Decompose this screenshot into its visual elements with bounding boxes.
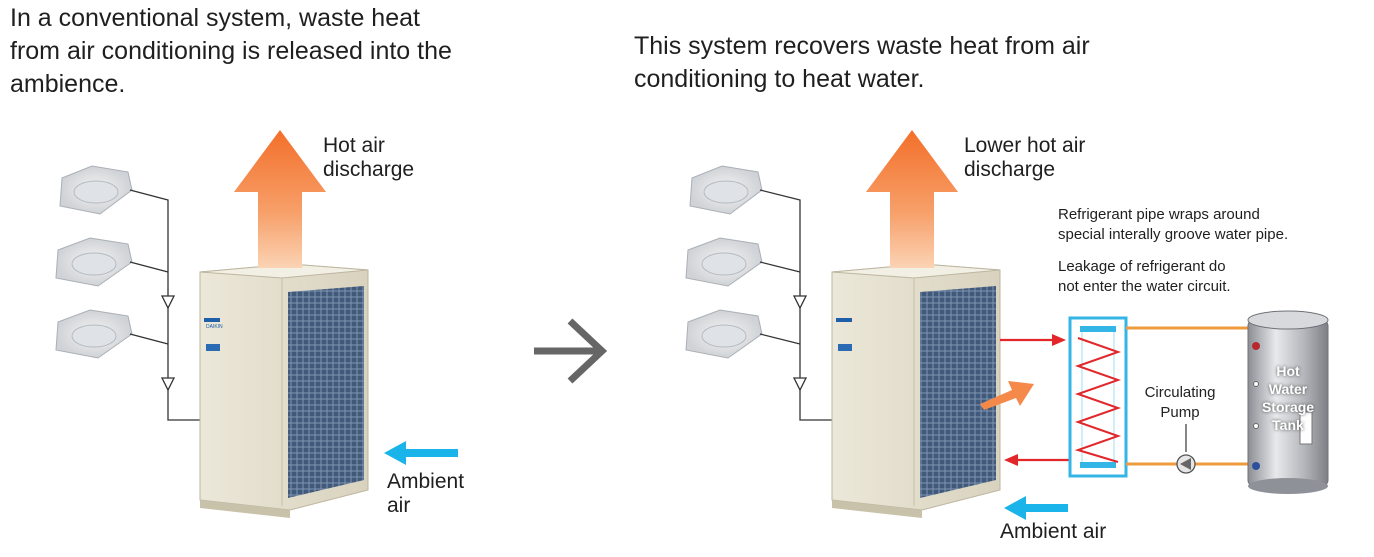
note-leakage: Leakage of refrigerant do not enter the … [1058, 258, 1231, 295]
heat-exchanger [1068, 316, 1128, 478]
right-piping [759, 189, 832, 421]
right-indoor-unit-3 [685, 309, 763, 359]
diverted-heat-arrow [980, 381, 1034, 410]
right-hot-air-label: Lower hot air discharge [964, 134, 1086, 181]
left-outdoor-unit: DAIKIN [199, 263, 369, 518]
left-unit-brand: DAIKIN [206, 324, 223, 330]
right-caption: This system recovers waste heat from air… [634, 32, 1090, 93]
circulating-pump-icon [1176, 424, 1196, 474]
transition-arrow-icon [534, 318, 608, 384]
left-indoor-unit-3 [55, 309, 133, 359]
left-piping [129, 189, 200, 421]
right-indoor-unit-2 [685, 237, 763, 287]
right-ambient-label: Ambient air [1000, 520, 1107, 543]
water-storage-tank [1247, 310, 1329, 494]
right-indoor-unit-1 [689, 165, 763, 215]
left-indoor-unit-1 [59, 165, 133, 215]
right-hot-air-arrow [866, 130, 958, 268]
water-pipes [1126, 326, 1254, 466]
left-hot-air-label: Hot air discharge [323, 134, 415, 181]
left-caption: In a conventional system, waste heat fro… [10, 4, 452, 98]
tank-label: Hot Water Storage Tank [1261, 363, 1315, 433]
right-outdoor-unit [831, 263, 1001, 518]
refrigerant-lines [1000, 334, 1072, 466]
left-hot-air-arrow [234, 130, 326, 268]
left-indoor-unit-2 [55, 237, 133, 287]
left-ambient-arrow [384, 441, 458, 465]
pump-label: Circulating Pump [1144, 384, 1216, 421]
right-ambient-arrow [1004, 496, 1068, 520]
note-refrigerant-wrap: Refrigerant pipe wraps around special in… [1058, 206, 1289, 243]
left-ambient-label: Ambient air [387, 470, 465, 517]
